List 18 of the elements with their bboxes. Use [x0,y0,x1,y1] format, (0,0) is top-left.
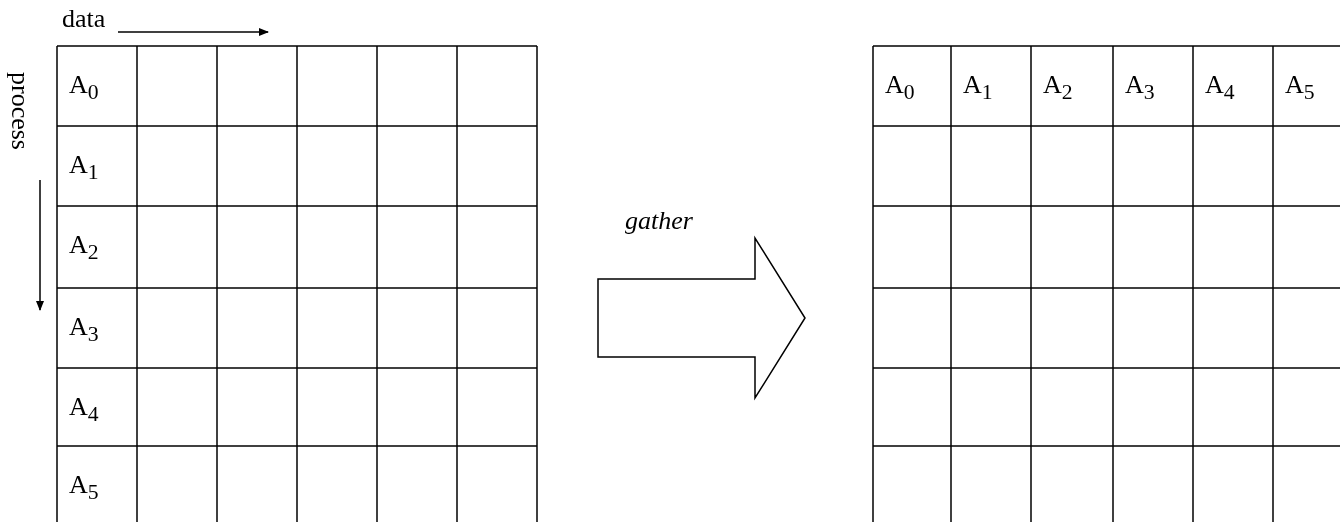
cell-text: A$_{2}$ [69,230,99,267]
cell-text: A$_{5}$ [69,470,99,507]
axis-label: data [62,4,106,34]
cell-text: A$_{0}$ [885,70,915,107]
cell-text: A$_{4}$ [69,392,99,429]
axis-label: process [5,72,35,150]
cell-text: A$_{3}$ [1125,70,1155,107]
grid-table [873,46,1340,522]
grid-table [57,46,537,522]
cell-text: A$_{5}$ [1285,70,1315,107]
cell-text: A$_{4}$ [1205,70,1235,107]
cell-text: A$_{1}$ [963,70,993,107]
edge-label: gather [625,206,693,236]
cell-text: A$_{2}$ [1043,70,1073,107]
block-arrow [597,235,806,401]
cell-text: A$_{1}$ [69,150,99,187]
cell-text: A$_{0}$ [69,70,99,107]
cell-text: A$_{3}$ [69,312,99,349]
